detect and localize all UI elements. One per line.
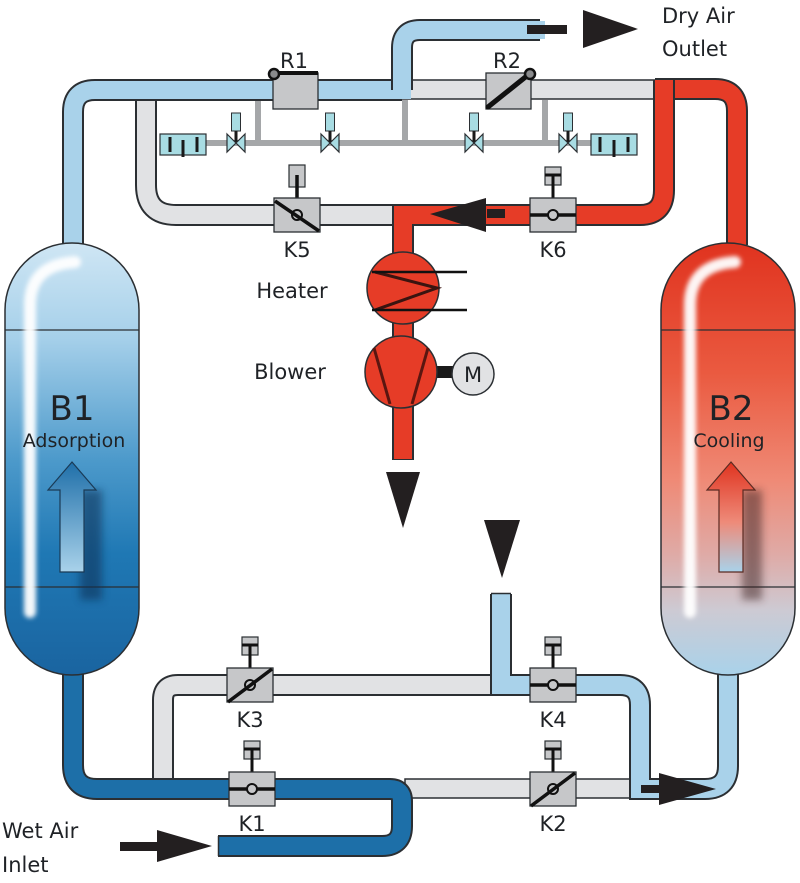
- valve-k4-label: K4: [539, 708, 566, 732]
- vessel-b1-state: Adsorption: [23, 430, 126, 452]
- pipe-k5-branch: [135, 98, 395, 226]
- valve-k3-label: K3: [236, 708, 263, 732]
- arrow-k6-to-heater: [430, 198, 505, 232]
- blower-label: Blower: [254, 360, 326, 384]
- pipe-dry-air-header: [62, 19, 545, 245]
- valve-r1[interactable]: R1: [267, 49, 319, 110]
- valve-k2-label: K2: [539, 812, 566, 836]
- arrow-to-b2-bottom: [641, 773, 716, 805]
- solenoid-valve-3[interactable]: [464, 112, 484, 154]
- valve-r1-label: R1: [280, 49, 308, 73]
- motor-label: M: [464, 363, 482, 387]
- arrow-wet-air-inlet: [120, 830, 212, 862]
- vessel-shine: [24, 256, 81, 618]
- motor-icon: [451, 352, 495, 396]
- vessel-b1[interactable]: B1 Adsorption: [4, 242, 140, 676]
- silencer-right: [590, 133, 638, 157]
- arrow-dry-air-outlet: [527, 10, 638, 48]
- valve-r2-label: R2: [493, 49, 521, 73]
- heater-label: Heater: [256, 279, 328, 303]
- valve-k3[interactable]: K3: [226, 636, 274, 732]
- outlet-label-line2: Outlet: [662, 37, 727, 61]
- vessel-shine: [684, 256, 741, 618]
- vessel-b2-name: B2: [709, 389, 754, 429]
- vessel-b2[interactable]: B2 Cooling: [660, 242, 796, 676]
- solenoid-valve-1[interactable]: [226, 112, 246, 154]
- arrow-blower-discharge: [386, 472, 420, 528]
- valve-k5[interactable]: K5: [273, 164, 321, 262]
- arrow-ambient-intake: [484, 520, 520, 578]
- flow-up-arrow-icon: [46, 461, 98, 573]
- control-air-lines: [205, 100, 595, 146]
- solenoid-valve-4[interactable]: [558, 112, 578, 154]
- vessel-b2-state: Cooling: [693, 430, 764, 452]
- pipe-cooling-air: [490, 592, 739, 800]
- valve-k4[interactable]: K4: [529, 636, 577, 732]
- valve-k6-label: K6: [539, 238, 566, 262]
- pipe-k3-branch: [152, 674, 500, 782]
- outlet-label-line1: Dry Air: [662, 4, 735, 28]
- solenoid-valve-2[interactable]: [320, 112, 340, 154]
- pipe-top-header-r2: [401, 79, 665, 100]
- valve-k5-label: K5: [283, 238, 310, 262]
- flow-arrow-shadow: [742, 490, 762, 600]
- flow-arrow-shadow: [80, 490, 102, 600]
- heater[interactable]: Heater: [256, 251, 467, 325]
- inlet-label-line1: Wet Air: [2, 819, 79, 843]
- valve-k2[interactable]: K2: [529, 740, 577, 836]
- flow-up-arrow-icon: [705, 461, 757, 573]
- blower[interactable]: M Blower: [254, 335, 495, 409]
- pipe-k2-line: [404, 778, 644, 799]
- pipe-wet-air: [62, 655, 413, 857]
- valve-r2[interactable]: R2: [485, 49, 537, 110]
- valve-k1[interactable]: K1: [228, 740, 276, 836]
- valve-k1-label: K1: [238, 812, 265, 836]
- silencer-left: [159, 133, 207, 157]
- valve-k6[interactable]: K6: [529, 166, 577, 262]
- heater-coil-icon: [374, 270, 443, 312]
- vessel-b1-name: B1: [50, 389, 95, 429]
- inlet-label-line2: Inlet: [2, 853, 49, 877]
